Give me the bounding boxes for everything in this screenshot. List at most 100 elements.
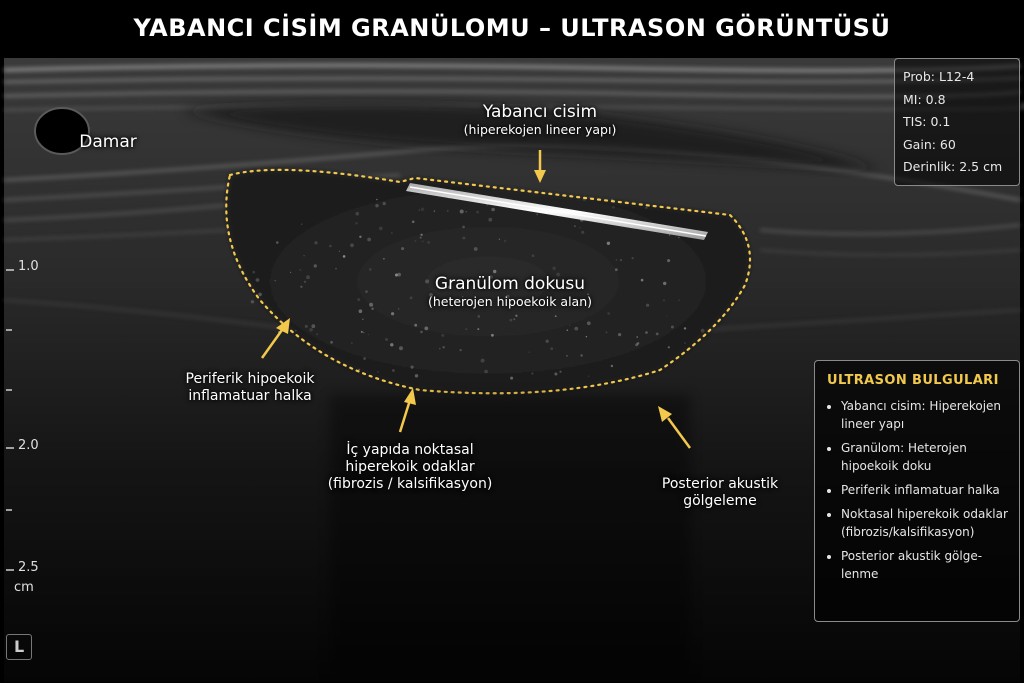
speckle-focus bbox=[667, 259, 671, 263]
speckle-focus bbox=[424, 326, 429, 331]
peripheral-ring-label: Periferik hipoekoik inflamatuar halka bbox=[185, 371, 315, 404]
speckle-focus bbox=[357, 298, 361, 302]
speckle-focus bbox=[605, 331, 608, 334]
speckle-focus bbox=[411, 220, 415, 224]
speckle-focus bbox=[531, 372, 534, 375]
speckle-focus bbox=[554, 315, 557, 318]
speckle-focus bbox=[433, 210, 436, 212]
speckle-focus bbox=[379, 226, 383, 231]
speckle-focus bbox=[375, 204, 379, 208]
speckle-focus bbox=[377, 371, 379, 373]
speckle-focus bbox=[668, 234, 671, 236]
granuloma-label: Granülom dokusu (heterojen hipoekoik ala… bbox=[427, 274, 593, 310]
speckle-focus bbox=[484, 297, 487, 300]
finding-item: Granülom: Heterojen hipoekoik doku bbox=[841, 439, 1009, 475]
speckle-focus bbox=[477, 315, 481, 318]
speckle-focus bbox=[663, 281, 667, 286]
ultrasound-device-logo-icon: L bbox=[6, 634, 32, 660]
speckle-focus bbox=[300, 285, 303, 288]
speckle-focus bbox=[442, 286, 446, 290]
speckle-focus bbox=[531, 281, 533, 283]
speckle-focus bbox=[363, 357, 366, 360]
speckle-focus bbox=[369, 302, 374, 307]
page-title: YABANCI CİSİM GRANÜLOMU – ULTRASON GÖRÜN… bbox=[133, 14, 891, 42]
speckle-focus bbox=[566, 329, 569, 332]
speckle-focus bbox=[429, 293, 433, 297]
param-tis: TIS: 0.1 bbox=[903, 114, 951, 129]
speckle-focus bbox=[427, 241, 431, 244]
speckle-focus bbox=[359, 235, 362, 238]
speckle-focus bbox=[536, 213, 538, 216]
speckle-focus bbox=[450, 298, 452, 301]
speckle-focus bbox=[351, 342, 353, 344]
speckle-focus bbox=[459, 209, 464, 214]
speckle-focus bbox=[476, 210, 479, 214]
depth-mark-2: 2.0 bbox=[18, 438, 39, 453]
speckle-focus bbox=[645, 206, 648, 209]
speckle-focus bbox=[588, 196, 591, 199]
speckle-focus bbox=[362, 318, 364, 321]
speckle-focus bbox=[414, 374, 419, 378]
vessel-label: Damar bbox=[79, 132, 137, 152]
speckle-focus bbox=[335, 267, 337, 270]
arrow-internal-foci bbox=[398, 388, 416, 433]
speckle-focus bbox=[556, 272, 560, 277]
speckle-focus bbox=[365, 290, 368, 293]
speckle-focus bbox=[587, 293, 589, 295]
finding-item: Periferik inflamatuar halka bbox=[841, 481, 1009, 499]
speckle-focus bbox=[700, 328, 705, 333]
speckle-focus bbox=[552, 266, 556, 271]
depth-mark-3: 2.5 bbox=[18, 560, 39, 575]
speckle-focus bbox=[274, 279, 277, 282]
speckle-focus bbox=[513, 318, 516, 321]
speckle-focus bbox=[528, 351, 530, 353]
speckle-focus bbox=[385, 338, 388, 341]
speckle-focus bbox=[410, 365, 414, 369]
annotation-arrows bbox=[260, 150, 692, 449]
speckle-focus bbox=[683, 327, 687, 330]
speckle-focus bbox=[362, 331, 365, 334]
speckle-focus bbox=[442, 346, 445, 349]
speckle-focus bbox=[252, 270, 256, 274]
speckle-focus bbox=[391, 232, 393, 234]
speckle-focus bbox=[392, 369, 395, 372]
speckle-focus bbox=[640, 278, 644, 282]
speckle-focus bbox=[489, 275, 493, 279]
speckle-focus bbox=[300, 223, 303, 225]
speckle-focus bbox=[420, 330, 423, 334]
posterior-shadow bbox=[330, 395, 690, 675]
speckle-focus bbox=[462, 225, 465, 229]
speckle-focus bbox=[329, 244, 332, 248]
speckle-focus bbox=[350, 243, 354, 248]
speckle-focus bbox=[645, 331, 648, 334]
speckle-focus bbox=[290, 271, 292, 273]
speckle-focus bbox=[612, 206, 615, 209]
speckle-focus bbox=[550, 347, 554, 351]
speckle-focus bbox=[588, 375, 590, 377]
param-gain: Gain: 60 bbox=[903, 136, 956, 152]
speckle-focus bbox=[678, 299, 680, 301]
speckle-focus bbox=[586, 321, 591, 326]
speckle-focus bbox=[509, 318, 513, 322]
speckle-focus bbox=[610, 364, 614, 368]
speckle-focus bbox=[330, 340, 333, 344]
speckle-focus bbox=[566, 355, 568, 357]
speckle-focus bbox=[376, 198, 378, 201]
speckle-focus bbox=[367, 333, 370, 336]
speckle-focus bbox=[399, 346, 403, 351]
speckle-focus bbox=[498, 238, 500, 240]
speckle-focus bbox=[295, 329, 297, 332]
speckle-focus bbox=[678, 236, 680, 239]
scan-parameters-panel: Prob: L12-4 MI: 0.8 TIS: 0.1 Gain: 60 De… bbox=[894, 58, 1020, 186]
internal-foci-label: İç yapıda noktasal hiperekoik odaklar (f… bbox=[327, 442, 493, 492]
speckle-focus bbox=[615, 258, 618, 261]
speckle-focus bbox=[578, 304, 581, 306]
speckle-focus bbox=[446, 210, 449, 212]
speckle-focus bbox=[574, 326, 579, 331]
speckle-focus bbox=[607, 312, 611, 315]
speckle-focus bbox=[646, 303, 650, 307]
speckle-focus bbox=[303, 255, 305, 257]
speckle-focus bbox=[579, 227, 581, 229]
speckle-focus bbox=[662, 299, 665, 302]
speckle-focus bbox=[422, 240, 424, 243]
